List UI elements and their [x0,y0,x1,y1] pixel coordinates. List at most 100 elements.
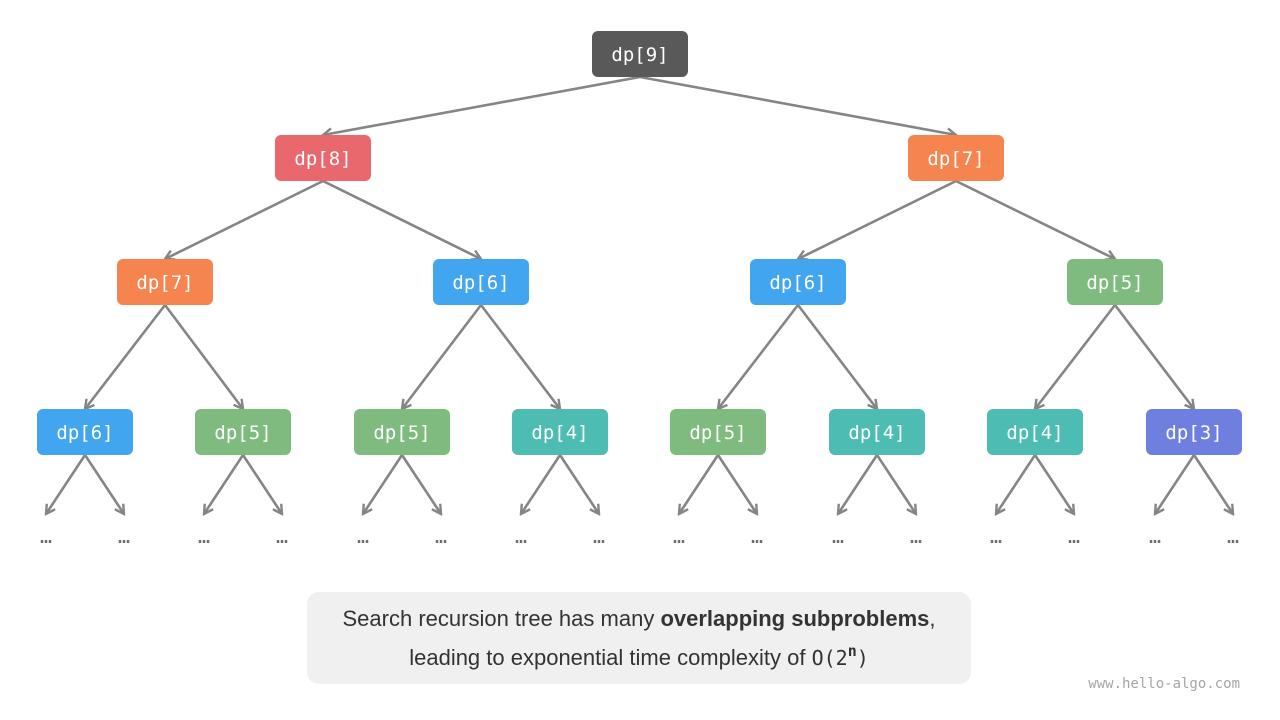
tree-node: dp[4] [512,409,608,455]
big-o-exponent: n [847,641,857,660]
node-box [908,135,1004,181]
tree-node: dp[9] [592,31,688,77]
leaf-edge [558,454,599,514]
leaf-edge [1155,454,1196,514]
tree-node: dp[3] [1146,409,1242,455]
leaf-edge [838,454,879,514]
node-box [275,135,371,181]
caption-line1-prefix: Search recursion tree has many [342,605,661,631]
tree-node: dp[6] [37,409,133,455]
nodes: dp[9] dp[8] dp[7] dp[7] dp[6] dp[6] dp[5] dp[6]… [37,31,1242,455]
tree-edge [955,179,1115,259]
node-label: dp[7] [136,272,193,294]
leaf-edge [204,454,245,514]
ellipsis: … [515,524,527,548]
tree-node: dp[5] [670,409,766,455]
ellipsis: … [40,524,52,548]
node-label: dp[5] [1086,272,1143,294]
leaf-edge [875,454,916,514]
node-box [750,259,846,305]
big-o-close: ) [856,645,869,670]
tree-edge [639,75,956,135]
ellipsis: … [276,524,288,548]
node-box [670,409,766,455]
node-label: dp[4] [848,422,905,444]
tree-edge [1113,304,1194,409]
ellipses: ………………………………………… [40,524,1239,548]
node-box [433,259,529,305]
node-box [512,409,608,455]
leaf-edge [241,454,282,514]
node-label: dp[8] [294,148,351,170]
node-box [1146,409,1242,455]
ellipsis: … [1227,524,1239,548]
leaf-edge [716,454,757,514]
ellipsis: … [1068,524,1080,548]
leaf-edge [996,454,1037,514]
tree-node: dp[8] [275,135,371,181]
tree-edge [798,179,957,259]
leaf-edge [1192,454,1233,514]
tree-node: dp[6] [750,259,846,305]
node-box [1067,259,1163,305]
tree-edge [479,304,560,409]
ellipsis: … [990,524,1002,548]
ellipsis: … [435,524,447,548]
leaf-edge [521,454,562,514]
tree-edge [85,304,167,409]
ellipsis: … [593,524,605,548]
node-label: dp[9] [611,44,668,66]
caption-line2-prefix: leading to exponential time complexity o… [409,644,812,670]
node-label: dp[4] [1006,422,1063,444]
ellipsis: … [832,524,844,548]
node-box [195,409,291,455]
node-label: dp[5] [373,422,430,444]
tree-node: dp[5] [354,409,450,455]
watermark: www.hello-algo.com [1088,676,1240,692]
node-label: dp[6] [769,272,826,294]
node-label: dp[7] [927,148,984,170]
node-box [117,259,213,305]
leaf-edge [400,454,441,514]
caption-box: Search recursion tree has many overlappi… [307,592,971,684]
node-box [354,409,450,455]
leaf-edge [83,454,124,514]
node-box [829,409,925,455]
ellipsis: … [1149,524,1161,548]
ellipsis: … [357,524,369,548]
node-box [987,409,1083,455]
node-label: dp[3] [1165,422,1222,444]
ellipsis: … [751,524,763,548]
node-label: dp[5] [689,422,746,444]
tree-edge [1035,304,1117,409]
tree-node: dp[5] [1067,259,1163,305]
caption-highlight: overlapping subproblems [660,605,930,631]
leaf-edge [46,454,87,514]
tree-edge [323,75,641,135]
caption-line1-suffix: , [929,605,936,631]
tree-edge [718,304,800,409]
node-label: dp[6] [56,422,113,444]
tree-node: dp[7] [908,135,1004,181]
tree-edge [402,304,483,409]
tree-node: dp[5] [195,409,291,455]
big-o-notation: O(2 [811,645,848,670]
tree-node: dp[4] [829,409,925,455]
node-label: dp[4] [531,422,588,444]
tree-edge [322,179,481,259]
leaf-edges [46,454,1233,514]
ellipsis: … [673,524,685,548]
caption-line-1: Search recursion tree has many overlappi… [343,602,936,635]
ellipsis: … [198,524,210,548]
tree-edge [163,304,243,409]
leaf-edge [679,454,720,514]
ellipsis: … [118,524,130,548]
leaf-edge [1033,454,1074,514]
edges [85,75,1194,409]
tree-node: dp[4] [987,409,1083,455]
node-label: dp[5] [214,422,271,444]
tree-edge [165,179,324,259]
node-label: dp[6] [452,272,509,294]
node-box [592,31,688,77]
